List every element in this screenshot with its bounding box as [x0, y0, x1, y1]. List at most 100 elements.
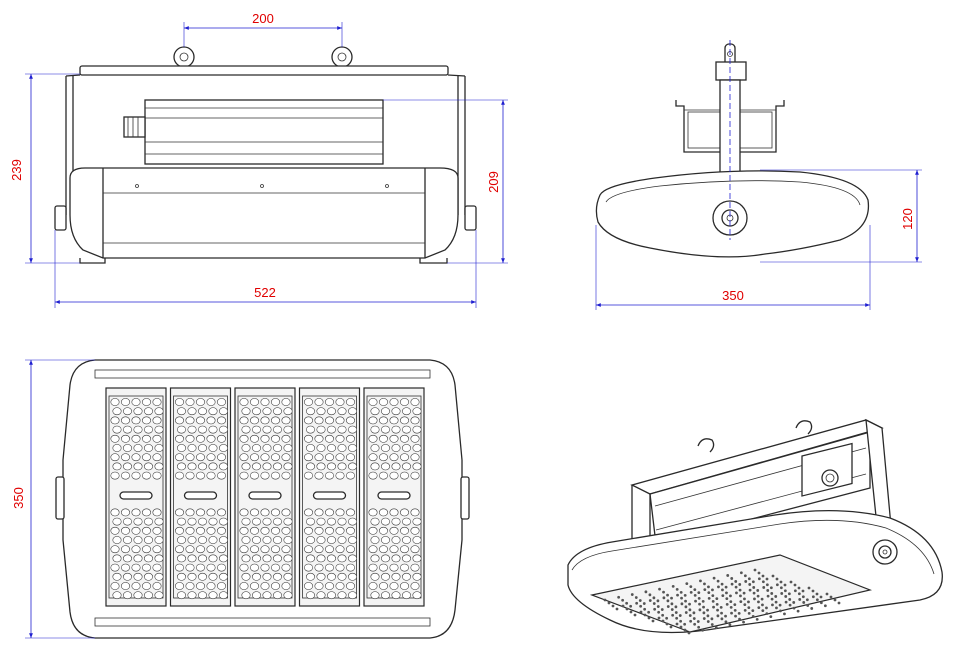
- iso-led: [811, 595, 815, 599]
- iso-led: [747, 611, 751, 615]
- iso-led: [739, 594, 742, 598]
- iso-led: [720, 582, 724, 586]
- iso-led: [617, 595, 621, 599]
- iso-led: [701, 599, 705, 603]
- iso-led: [719, 605, 723, 609]
- bottom-knob-right: [460, 476, 470, 520]
- iso-led: [811, 589, 815, 593]
- iso-led: [658, 587, 661, 591]
- iso-led-face: [589, 554, 873, 633]
- iso-led: [643, 613, 647, 617]
- iso-led: [748, 588, 752, 592]
- iso-led: [715, 602, 719, 606]
- iso-led: [684, 605, 688, 609]
- iso-led: [761, 580, 765, 584]
- iso-led: [639, 604, 643, 608]
- iso-led: [639, 610, 643, 614]
- iso-led: [702, 605, 705, 609]
- iso-led: [837, 601, 841, 605]
- iso-led: [684, 599, 687, 603]
- iso-led: [729, 605, 733, 609]
- dim-mount-spacing: 200: [252, 11, 274, 26]
- iso-led: [743, 603, 747, 607]
- iso-led: [761, 603, 764, 607]
- top-bracket-plate: [79, 65, 449, 76]
- iso-led: [724, 614, 727, 618]
- isometric-view: [567, 418, 943, 635]
- iso-led: [653, 607, 657, 611]
- iso-led: [675, 587, 679, 591]
- iso-led: [762, 586, 766, 589]
- iso-led: [684, 611, 688, 614]
- iso-led: [757, 571, 761, 575]
- iso-led: [771, 603, 774, 607]
- iso-led: [679, 625, 683, 629]
- iso-led: [739, 571, 743, 575]
- iso-led: [819, 601, 823, 605]
- iso-led: [714, 626, 718, 629]
- iso-led: [648, 599, 652, 602]
- iso-led: [770, 597, 774, 601]
- iso-led: [685, 582, 689, 586]
- iso-led: [747, 577, 751, 581]
- iso-led: [660, 608, 664, 611]
- iso-led: [706, 614, 710, 618]
- iso-led: [715, 597, 719, 601]
- iso-led: [711, 594, 715, 598]
- iso-led: [742, 620, 745, 624]
- iso-led: [633, 613, 637, 617]
- iso-led: [730, 611, 733, 615]
- iso-led: [815, 592, 819, 596]
- iso-led: [703, 582, 706, 586]
- iso-led: [706, 608, 709, 612]
- iso-led: [738, 583, 742, 586]
- iso-led: [674, 611, 678, 614]
- led-module: [169, 387, 232, 607]
- iso-led: [635, 601, 639, 605]
- iso-led: [720, 611, 723, 615]
- iso-led: [689, 590, 693, 594]
- side-knob-right: [464, 205, 477, 231]
- iso-led: [735, 591, 738, 595]
- iso-led: [744, 580, 748, 583]
- iso-led: [716, 579, 720, 583]
- iso-led: [680, 602, 684, 606]
- iso-led: [651, 619, 655, 623]
- iso-led: [779, 609, 782, 613]
- iso-led: [671, 613, 675, 617]
- bracket-arm-right: [457, 76, 466, 215]
- iso-led: [756, 589, 760, 592]
- iso-led: [707, 585, 710, 589]
- iso-led: [730, 582, 734, 586]
- iso-led: [675, 622, 679, 626]
- iso-led: [665, 616, 669, 620]
- iso-led: [807, 586, 811, 590]
- iso-led: [703, 588, 707, 592]
- iso-led: [716, 614, 720, 618]
- iso-led: [670, 602, 674, 606]
- iso-led: [789, 580, 793, 584]
- iso-led: [689, 585, 693, 589]
- iso-led: [634, 596, 638, 599]
- iso-led: [621, 604, 625, 608]
- iso-led: [670, 596, 673, 600]
- iso-led: [642, 602, 646, 605]
- iso-led: [783, 612, 786, 616]
- iso-led: [756, 594, 760, 598]
- iso-led: [792, 606, 796, 610]
- iso-led: [712, 576, 716, 580]
- iso-led: [769, 615, 773, 619]
- iso-led: [760, 597, 764, 601]
- iso-led: [729, 594, 732, 598]
- iso-led: [739, 600, 743, 604]
- iso-led: [611, 604, 615, 608]
- iso-led: [630, 593, 634, 596]
- cable-connector: [123, 116, 146, 138]
- iso-led: [692, 611, 696, 615]
- iso-led: [710, 617, 714, 621]
- iso-led: [738, 588, 742, 592]
- led-module: [363, 387, 425, 607]
- iso-led: [603, 598, 607, 602]
- iso-led: [671, 584, 675, 588]
- iso-led: [833, 598, 837, 602]
